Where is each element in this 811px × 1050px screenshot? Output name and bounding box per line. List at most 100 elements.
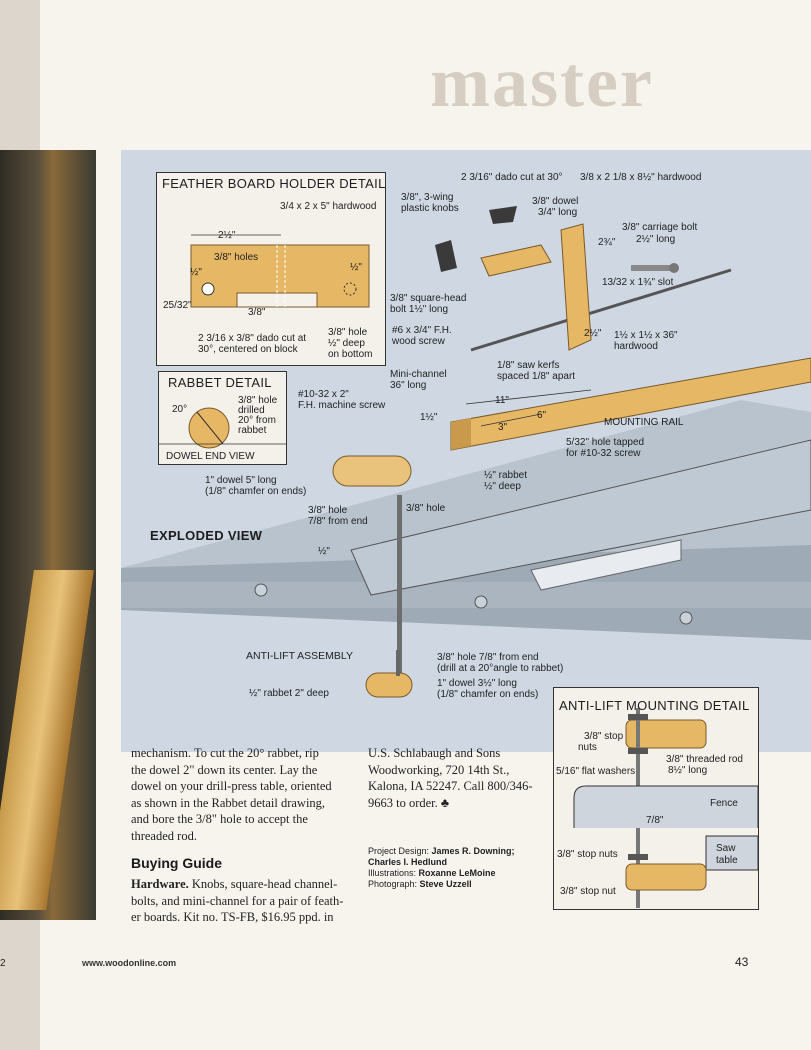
- exploded-label-18: 36" long: [390, 380, 427, 391]
- feather-label-10: ½" deep: [328, 338, 365, 349]
- feather-label-4: ½": [350, 262, 362, 273]
- anti-lift-label-1: (drill at a 20°angle to rabbet): [437, 663, 564, 674]
- mount-label-1: nuts: [578, 742, 597, 753]
- mount-label-0: 3/8" stop: [584, 731, 624, 742]
- mount-label-7: 3/8" stop nuts: [557, 849, 618, 860]
- end-mark-icon: ♣: [440, 795, 450, 810]
- body-column-2: U.S. Schlabaugh and Sons Woodworking, 72…: [368, 745, 548, 811]
- feather-label-2: 3/8" holes: [214, 252, 259, 263]
- mount-label-6: 7/8": [646, 815, 664, 826]
- feather-board-holder-detail: [156, 172, 386, 366]
- rabbet-footer: DOWEL END VIEW: [166, 451, 255, 462]
- exploded-label-3: plastic knobs: [401, 203, 459, 214]
- anti-lift-mounting-detail: [553, 687, 759, 910]
- mount-label-3: 8½" long: [668, 765, 708, 776]
- rabbet-label-4: rabbet: [238, 425, 267, 436]
- left-page-number: 2: [0, 958, 6, 969]
- mount-label-8: Saw: [716, 843, 736, 854]
- anti-lift-label-0: 3/8" hole 7/8" from end: [437, 652, 539, 663]
- holder-detail-svg: [190, 234, 370, 308]
- slot-plate: [530, 539, 682, 591]
- buying-guide-text: Hardware. Knobs, square-head channel- bo…: [131, 876, 346, 926]
- exploded-label-34: 3/8" hole: [308, 505, 348, 516]
- illustration-svg: [121, 206, 811, 680]
- exploded-label-32: ½" rabbet: [484, 470, 528, 481]
- feather-detail-title: FEATHER BOARD HOLDER DETAIL: [162, 176, 386, 191]
- credit-illus-label: Illustrations:: [368, 868, 419, 878]
- credit-photo-label: Photograph:: [368, 879, 420, 889]
- credit-photo-value: Steve Uzzell: [419, 879, 472, 889]
- rabbet-label-1: 3/8" hole: [238, 395, 278, 406]
- rabbet-detail-title: RABBET DETAIL: [168, 375, 272, 390]
- exploded-label-0: 2 3/16" dado cut at 30°: [461, 172, 563, 183]
- upper-dowel: [625, 719, 707, 749]
- exploded-label-26: 3": [498, 422, 508, 433]
- dowel-5in: [332, 455, 412, 487]
- mount-label-5: Fence: [710, 798, 738, 809]
- exploded-label-10: 3/8" square-head: [390, 293, 467, 304]
- threaded-rod: [397, 495, 402, 680]
- fence-bolt-2: [474, 595, 488, 609]
- mini-channel: [470, 268, 732, 352]
- feather-label-11: on bottom: [328, 349, 373, 360]
- col1-line-1: the dowel 2" down its center. Lay the: [131, 762, 318, 777]
- exploded-label-12: #6 x 3/4" F.H.: [392, 325, 452, 336]
- exploded-label-17: Mini-channel: [390, 369, 447, 380]
- exploded-label-33: ½" deep: [484, 481, 521, 492]
- exploded-label-29: for #10-32 screw: [566, 448, 641, 459]
- exploded-label-15: 1½ x 1½ x 36": [614, 330, 678, 341]
- t-track: [350, 439, 811, 596]
- exploded-label-7: 2½" long: [636, 234, 676, 245]
- exploded-label-1: 3/8 x 2 1/8 x 8½" hardwood: [580, 172, 702, 183]
- dowel-end: [188, 407, 230, 449]
- exploded-label-8: 2¾": [598, 237, 616, 248]
- buying-line-1: bolts, and mini-channel for a pair of fe…: [131, 893, 344, 908]
- col1-line-2: dowel on your drill-press table, oriente…: [131, 779, 332, 793]
- feather-label-8: 30°, centered on block: [198, 344, 298, 355]
- credit-illus-value: Roxanne LeMoine: [418, 868, 496, 878]
- page-number: 43: [735, 955, 749, 969]
- feather-label-9: 3/8" hole: [328, 327, 368, 338]
- exploded-label-37: ½": [318, 546, 330, 557]
- credit-design-label: Project Design:: [368, 846, 432, 856]
- anti-lift-label-3: (1/8" chamfer on ends): [437, 689, 539, 700]
- exploded-label-30: 1" dowel 5" long: [205, 475, 277, 486]
- col1-line-4: and bore the 3/8" hole to accept the: [131, 812, 308, 826]
- rabbet-label-2: drilled: [238, 405, 265, 416]
- rabbet-detail: [158, 371, 287, 465]
- mount-label-4: 5/16" flat washers: [556, 766, 636, 777]
- footer-url[interactable]: www.woodonline.com: [82, 958, 177, 968]
- fence-bolt-1: [254, 583, 268, 597]
- rabbet-label-0: 20°: [172, 404, 188, 415]
- exploded-label-23: 11": [495, 395, 509, 406]
- mounting-detail-svg: [573, 708, 758, 908]
- exploded-label-13: wood screw: [392, 336, 445, 347]
- exploded-label-31: (1/8" chamfer on ends): [205, 486, 307, 497]
- rabbet-detail-svg: [159, 407, 286, 449]
- left-photo: [0, 150, 96, 920]
- background-title: master: [430, 42, 654, 122]
- knob-2: [435, 240, 457, 272]
- exploded-label-21: #10-32 x 2": [298, 389, 349, 400]
- exploded-label-19: 1/8" saw kerfs: [497, 360, 560, 371]
- exploded-label-14: 2½": [584, 328, 602, 339]
- col1-line-3: as shown in the Rabbet detail drawing,: [131, 795, 326, 810]
- col1-line-5: threaded rod.: [131, 828, 197, 843]
- buying-lead: Hardware.: [131, 877, 189, 891]
- col2-line-3: 9663 to order.: [368, 795, 438, 810]
- col2-line-0: U.S. Schlabaugh and Sons: [368, 746, 501, 760]
- fence-profile: [573, 785, 758, 828]
- buying-guide-heading: Buying Guide: [131, 855, 222, 871]
- col2-line-2: Kalona, IA 52247. Call 800/346-: [368, 779, 533, 793]
- anti-lift-label-2: 1" dowel 3½" long: [437, 678, 517, 689]
- col2-line-1: Woodworking, 720 14th St.,: [368, 762, 510, 777]
- exploded-label-2: 3/8", 3-wing: [401, 192, 454, 203]
- exploded-label-5: 3/4" long: [538, 207, 578, 218]
- exploded-label-25: 1½": [420, 412, 438, 423]
- saw-table: [705, 835, 758, 871]
- feather-label-5: 25/32": [163, 300, 192, 311]
- exploded-label-20: spaced 1/8" apart: [497, 371, 576, 382]
- col1-line-0: mechanism. To cut the 20° rabbet, rip: [131, 746, 319, 760]
- lower-dowel: [625, 863, 707, 891]
- exploded-label-6: 3/8" carriage bolt: [622, 222, 698, 233]
